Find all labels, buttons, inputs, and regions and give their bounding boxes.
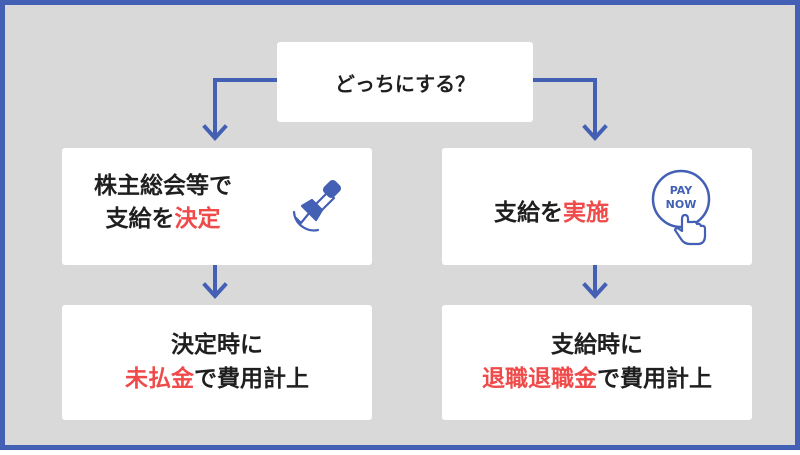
right-step1-box: 支給を実施 PAY NOW	[442, 148, 752, 265]
right-step2-box: 支給時に 退職退職金で費用計上	[442, 305, 752, 420]
left-step2-line2-red: 未払金	[125, 365, 194, 392]
left-step1-line2: 支給を決定	[94, 203, 232, 236]
right-step1-text: 支給を実施	[494, 193, 609, 227]
left-step2-line2: 未払金で費用計上	[125, 363, 309, 396]
left-step1-line2-plain: 支給を	[105, 206, 175, 233]
right-step1-red: 実施	[563, 200, 609, 226]
decision-box: どっちにする？	[277, 42, 533, 122]
left-step1-box: 株主総会等で 支給を決定	[62, 148, 372, 265]
pay-now-icon: PAY NOW	[651, 169, 711, 246]
stamp-icon	[292, 179, 342, 232]
arrow-top-left	[213, 78, 279, 137]
arrow-right-down-head	[582, 282, 608, 299]
left-step2-line1: 決定時に	[171, 332, 263, 359]
flow-arrows	[202, 78, 608, 299]
arrow-top-right	[531, 78, 597, 137]
pay-line2: NOW	[666, 198, 697, 211]
left-step2-text: 決定時に 未払金で費用計上	[125, 329, 309, 396]
right-step2-text: 支給時に 退職退職金で費用計上	[482, 329, 712, 396]
arrow-top-right-head	[582, 124, 608, 141]
right-step2-line2-red: 退職退職金	[482, 365, 597, 392]
left-step2-box: 決定時に 未払金で費用計上	[62, 305, 372, 420]
right-step2-line1: 支給時に	[551, 332, 643, 359]
left-step1-line1: 株主総会等で	[94, 173, 232, 199]
hand-pointer-icon	[673, 213, 707, 246]
right-step2-line2: 退職退職金で費用計上	[482, 363, 712, 396]
pay-line1: PAY	[670, 184, 694, 197]
arrow-top-left-head	[202, 124, 228, 141]
right-step2-line2-plain: で費用計上	[597, 365, 712, 392]
right-step1-plain: 支給を	[494, 200, 563, 226]
left-step1-line2-red: 決定	[174, 206, 221, 233]
left-step2-line2-plain: で費用計上	[194, 365, 309, 392]
left-step1-text: 株主総会等で 支給を決定	[94, 170, 232, 237]
decision-label: どっちにする？	[334, 71, 476, 96]
arrow-left-down-head	[202, 282, 228, 299]
